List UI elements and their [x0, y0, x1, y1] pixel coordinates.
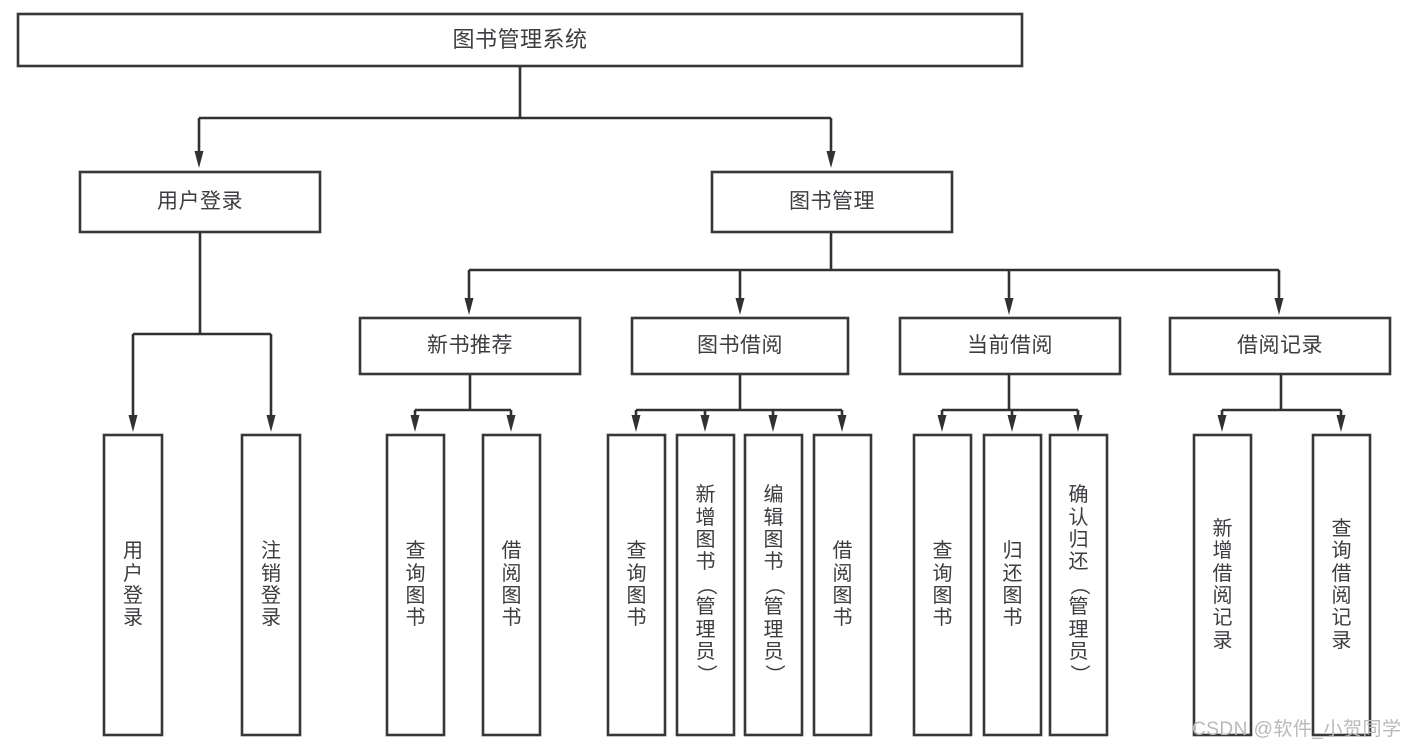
arrow-head-icon: [1073, 415, 1083, 432]
node-box-new-book-recommend[interactable]: [358, 316, 582, 376]
node-box-leaf-borrow-book-recommend[interactable]: [481, 433, 542, 737]
arrow-head-icon: [826, 151, 836, 168]
node-box-leaf-query-borrow-record[interactable]: [1311, 433, 1372, 737]
arrow-heads-layer: [128, 151, 1346, 432]
arrow-head-icon: [128, 415, 138, 432]
node-box-leaf-borrow-book[interactable]: [812, 433, 873, 737]
arrow-head-icon: [937, 415, 947, 432]
node-box-leaf-add-book-admin[interactable]: [675, 433, 736, 737]
node-box-current-borrow[interactable]: [898, 316, 1122, 376]
arrow-head-icon: [768, 415, 778, 432]
arrow-head-icon: [1336, 415, 1346, 432]
arrow-head-icon: [1217, 415, 1227, 432]
arrow-head-icon: [1274, 298, 1284, 315]
arrow-head-icon: [410, 415, 420, 432]
arrow-head-icon: [631, 415, 641, 432]
arrow-head-icon: [1007, 415, 1017, 432]
node-box-leaf-user-login[interactable]: [102, 433, 164, 737]
node-box-leaf-edit-book-admin[interactable]: [743, 433, 804, 737]
node-box-user-login[interactable]: [78, 170, 322, 234]
arrow-head-icon: [266, 415, 276, 432]
node-box-root[interactable]: [16, 12, 1024, 68]
node-box-leaf-query-book-recommend[interactable]: [385, 433, 446, 737]
arrow-head-icon: [837, 415, 847, 432]
arrow-head-icon: [735, 298, 745, 315]
node-box-leaf-confirm-return-admin[interactable]: [1048, 433, 1109, 737]
node-box-book-management[interactable]: [710, 170, 954, 234]
node-box-leaf-query-book-current[interactable]: [912, 433, 973, 737]
arrow-head-icon: [464, 298, 474, 315]
node-box-book-borrow[interactable]: [630, 316, 850, 376]
arrow-head-icon: [700, 415, 710, 432]
node-box-leaf-logout[interactable]: [240, 433, 302, 737]
node-box-leaf-add-borrow-record[interactable]: [1192, 433, 1253, 737]
node-boxes-layer: [16, 12, 1392, 737]
arrow-head-icon: [194, 151, 204, 168]
node-box-leaf-return-book[interactable]: [982, 433, 1043, 737]
node-box-leaf-query-book-borrow[interactable]: [606, 433, 667, 737]
node-box-borrow-records[interactable]: [1168, 316, 1392, 376]
arrow-head-icon: [506, 415, 516, 432]
watermark-text: CSDN @软件_小贺同学: [1192, 719, 1402, 740]
arrow-head-icon: [1004, 298, 1014, 315]
